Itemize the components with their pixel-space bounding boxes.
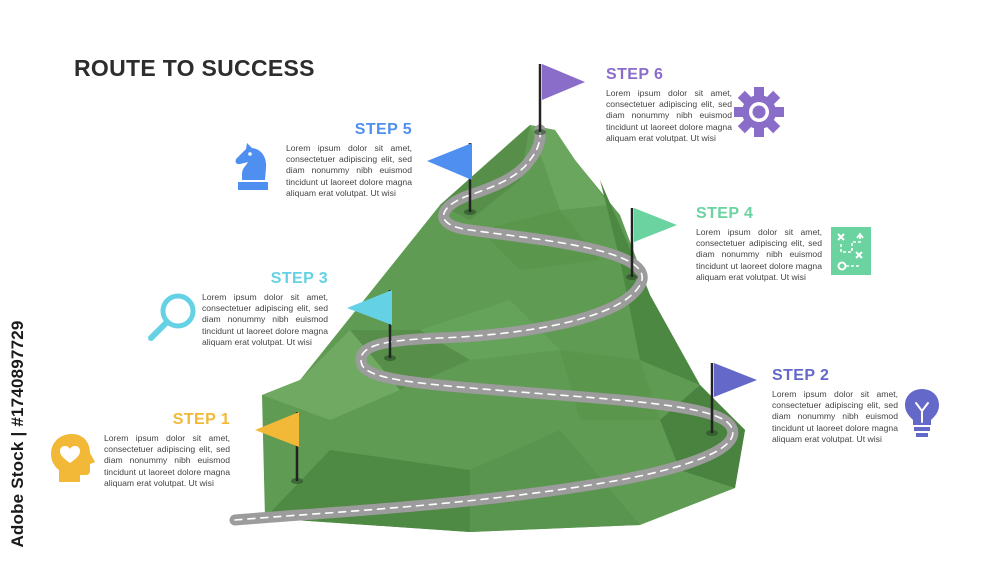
flag-step-2-banner [714, 363, 757, 397]
flag-step-5 [427, 143, 476, 215]
flag-step-1 [255, 412, 303, 484]
heart-head-icon [51, 434, 95, 482]
step-2-text: Lorem ipsum dolor sit amet, consectetuer… [772, 389, 898, 444]
step-4-text: Lorem ipsum dolor sit amet, consectetuer… [696, 227, 822, 282]
step-4-block: STEP 4 Lorem ipsum dolor sit amet, conse… [696, 205, 822, 283]
step-1-block: STEP 1 Lorem ipsum dolor sit amet, conse… [104, 411, 230, 489]
lightbulb-icon [905, 389, 939, 437]
road [229, 124, 739, 526]
flag-step-3 [347, 290, 396, 361]
flag-step-3-banner [347, 290, 392, 325]
strategy-board-icon [831, 227, 871, 275]
stock-watermark: Adobe Stock | #1740897729 [4, 318, 32, 550]
step-4-label: STEP 4 [696, 205, 754, 222]
flag-step-5-banner [427, 143, 472, 180]
step-2-label: STEP 2 [772, 367, 830, 384]
flag-step-2 [706, 363, 757, 436]
flag-step-4-banner [634, 208, 677, 242]
gear-icon [734, 87, 784, 137]
step-5-text: Lorem ipsum dolor sit amet, consectetuer… [286, 143, 412, 198]
step-3-block: STEP 3 Lorem ipsum dolor sit amet, conse… [202, 270, 328, 348]
step-6-label: STEP 6 [606, 66, 664, 83]
page-title: ROUTE TO SUCCESS [74, 55, 315, 81]
step-1-label: STEP 1 [172, 411, 230, 428]
step-3-label: STEP 3 [270, 270, 328, 287]
chess-knight-icon [235, 143, 268, 190]
flag-step-6 [534, 64, 585, 135]
step-3-text: Lorem ipsum dolor sit amet, consectetuer… [202, 292, 328, 347]
step-2-block: STEP 2 Lorem ipsum dolor sit amet, conse… [772, 367, 898, 445]
magnifier-icon [148, 293, 196, 341]
flag-step-6-banner [542, 64, 585, 100]
step-5-label: STEP 5 [354, 121, 412, 138]
stock-watermark-text: Adobe Stock | #1740897729 [8, 320, 27, 548]
step-5-block: STEP 5 Lorem ipsum dolor sit amet, conse… [286, 121, 412, 199]
flag-step-4 [626, 208, 677, 280]
step-6-text: Lorem ipsum dolor sit amet, consectetuer… [606, 88, 732, 143]
flag-step-1-banner [255, 412, 299, 447]
step-1-text: Lorem ipsum dolor sit amet, consectetuer… [104, 433, 230, 488]
step-6-block: STEP 6 Lorem ipsum dolor sit amet, conse… [606, 66, 732, 144]
